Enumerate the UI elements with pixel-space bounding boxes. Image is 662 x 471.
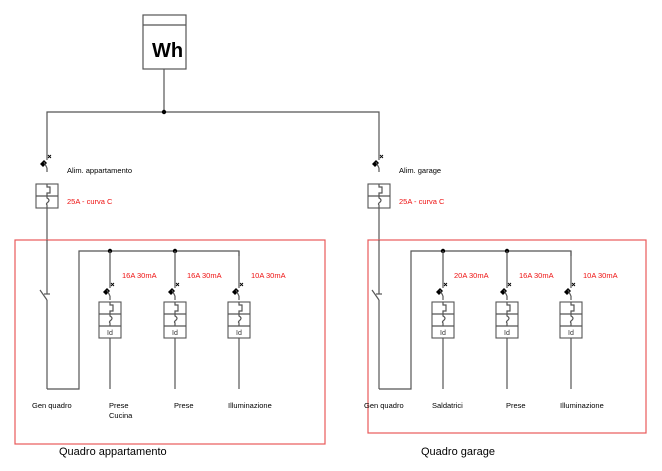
circuit-rating: 16A 30mA	[519, 271, 554, 280]
magnetic-icon	[173, 314, 178, 326]
switch-blade	[375, 161, 380, 169]
switch-blade	[43, 161, 48, 169]
actuator-icon	[372, 160, 379, 167]
feeder-appartamento: Alim. appartamento 25A - curva C	[35, 150, 132, 240]
circuit-rating: 10A 30mA	[583, 271, 618, 280]
circuit-label: Prese	[109, 401, 129, 410]
panel-border	[367, 239, 647, 434]
thermal-icon	[570, 302, 575, 314]
circuit: Id 16A 30mA Prese	[163, 248, 222, 410]
rcd-symbol: Id	[172, 330, 178, 337]
magnetic-icon	[441, 314, 446, 326]
panel-garage: Quadro garage Gen quadro Id 20A 30mA Saldatr…	[364, 239, 647, 458]
magnetic-icon	[377, 196, 382, 208]
thermal-icon	[506, 302, 511, 314]
actuator-icon	[40, 160, 47, 167]
main-switch-label: Gen quadro	[364, 401, 404, 410]
circuit: Id 20A 30mA Saldatrici	[431, 248, 489, 410]
switch-blade	[567, 289, 572, 297]
circuit: Id 16A 30mA Prese	[495, 248, 554, 410]
circuit-label: Cucina	[109, 411, 133, 420]
switch-blade	[439, 289, 444, 297]
actuator-icon	[103, 288, 110, 295]
rcd-symbol: Id	[440, 330, 446, 337]
trip-x-icon	[379, 154, 384, 159]
actuator-icon	[168, 288, 175, 295]
circuit-label: Illuminazione	[228, 401, 272, 410]
circuit-label: Saldatrici	[432, 401, 463, 410]
trip-x-icon	[110, 282, 115, 287]
magnetic-icon	[108, 314, 113, 326]
switch-blade	[235, 289, 240, 297]
thermal-icon	[378, 184, 383, 196]
circuit: Id 10A 30mA Illuminazione	[559, 251, 618, 410]
main-switch-label: Gen quadro	[32, 401, 72, 410]
circuit-label: Prese	[174, 401, 194, 410]
panel-appartamento: Quadro appartamento Gen quadro Id 16A 30mA P…	[14, 239, 326, 458]
isolator-blade	[371, 289, 380, 301]
energy-meter: Wh	[142, 14, 187, 70]
magnetic-icon	[505, 314, 510, 326]
thermal-icon	[46, 184, 51, 196]
magnetic-icon	[45, 196, 50, 208]
trip-x-icon	[239, 282, 244, 287]
main-bus	[46, 111, 380, 150]
actuator-icon	[564, 288, 571, 295]
trip-x-icon	[175, 282, 180, 287]
rcd-symbol: Id	[504, 330, 510, 337]
meter-label: Wh	[152, 40, 183, 62]
magnetic-icon	[569, 314, 574, 326]
feeder-name: Alim. appartamento	[67, 166, 132, 175]
rcd-symbol: Id	[568, 330, 574, 337]
feeder-name: Alim. garage	[399, 166, 441, 175]
rcd-symbol: Id	[107, 330, 113, 337]
actuator-icon	[436, 288, 443, 295]
trip-x-icon	[507, 282, 512, 287]
panel-title: Quadro appartamento	[59, 446, 167, 458]
thermal-icon	[109, 302, 114, 314]
isolator-blade	[39, 289, 48, 301]
circuit-rating: 20A 30mA	[454, 271, 489, 280]
junction-dot	[161, 109, 167, 115]
circuit-rating: 10A 30mA	[251, 271, 286, 280]
actuator-icon	[232, 288, 239, 295]
panel-border	[14, 239, 326, 445]
circuit-label: Illuminazione	[560, 401, 604, 410]
switch-blade	[503, 289, 508, 297]
circuit-label: Prese	[506, 401, 526, 410]
thermal-icon	[442, 302, 447, 314]
circuit-rating: 16A 30mA	[122, 271, 157, 280]
feeder-garage: Alim. garage 25A - curva C	[367, 150, 445, 240]
circuit-rating: 16A 30mA	[187, 271, 222, 280]
thermal-icon	[238, 302, 243, 314]
actuator-icon	[500, 288, 507, 295]
trip-x-icon	[47, 154, 52, 159]
trip-x-icon	[571, 282, 576, 287]
rcd-symbol: Id	[236, 330, 242, 337]
switch-blade	[171, 289, 176, 297]
feeder-rating: 25A - curva C	[67, 197, 113, 206]
magnetic-icon	[237, 314, 242, 326]
panel-title: Quadro garage	[421, 446, 495, 458]
switch-blade	[106, 289, 111, 297]
circuit: Id 10A 30mA Illuminazione	[227, 251, 286, 410]
trip-x-icon	[443, 282, 448, 287]
feeder-rating: 25A - curva C	[399, 197, 445, 206]
thermal-icon	[174, 302, 179, 314]
